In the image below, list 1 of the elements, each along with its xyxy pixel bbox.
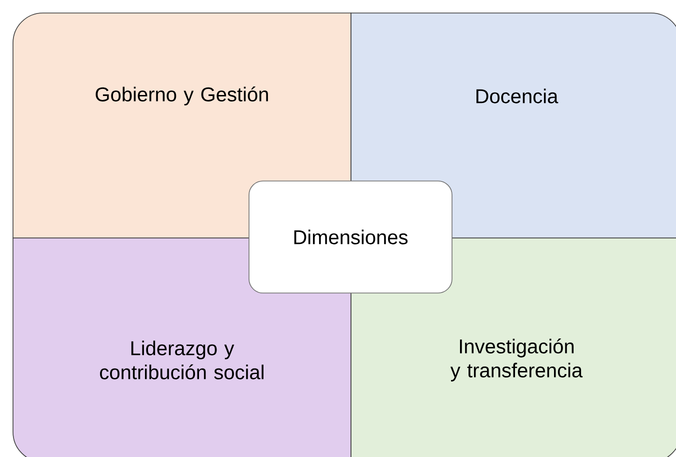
center-box: Dimensiones: [248, 180, 452, 294]
